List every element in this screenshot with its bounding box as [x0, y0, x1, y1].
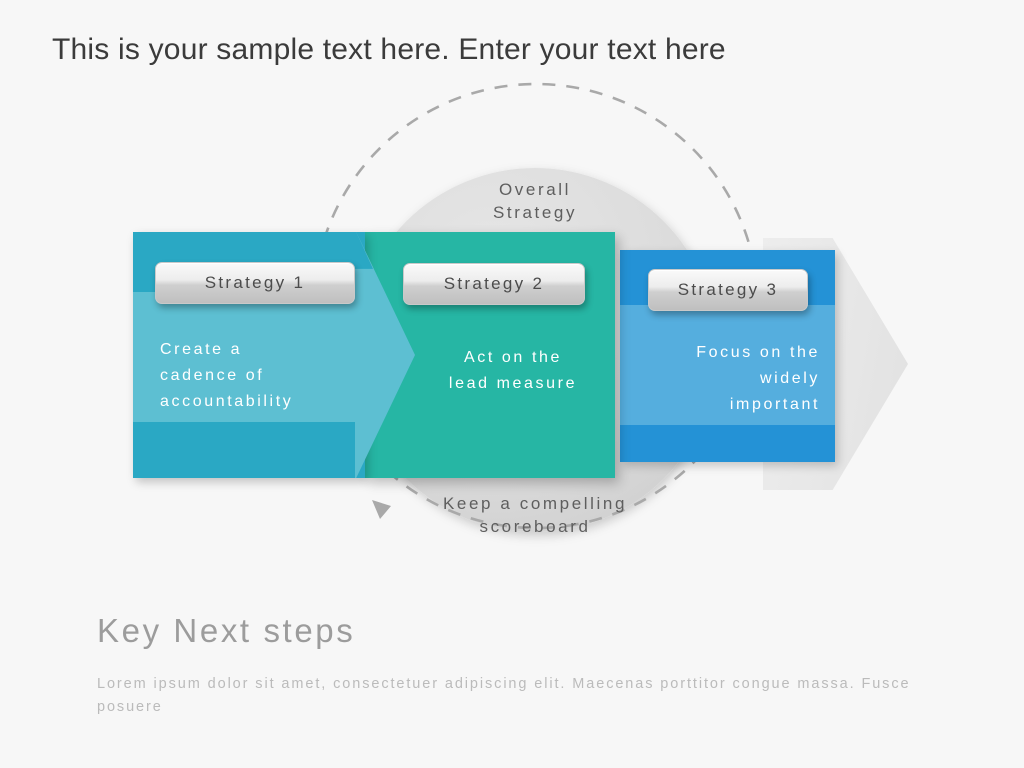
- footer-heading: Key Next steps: [97, 612, 356, 649]
- dashed-arc-arrowhead: [372, 500, 391, 519]
- strategy-1-badge[interactable]: Strategy 1: [155, 262, 355, 304]
- page-title: This is your sample text here. Enter you…: [52, 33, 726, 66]
- footer-body-text: Lorem ipsum dolor sit amet, consectetuer…: [97, 676, 911, 715]
- strategy-block-3-accent: [620, 305, 835, 425]
- strategy-2-badge[interactable]: Strategy 2: [403, 263, 585, 305]
- strategy-3-badge[interactable]: Strategy 3: [648, 269, 808, 311]
- strategy-block-1-accent: [133, 292, 365, 422]
